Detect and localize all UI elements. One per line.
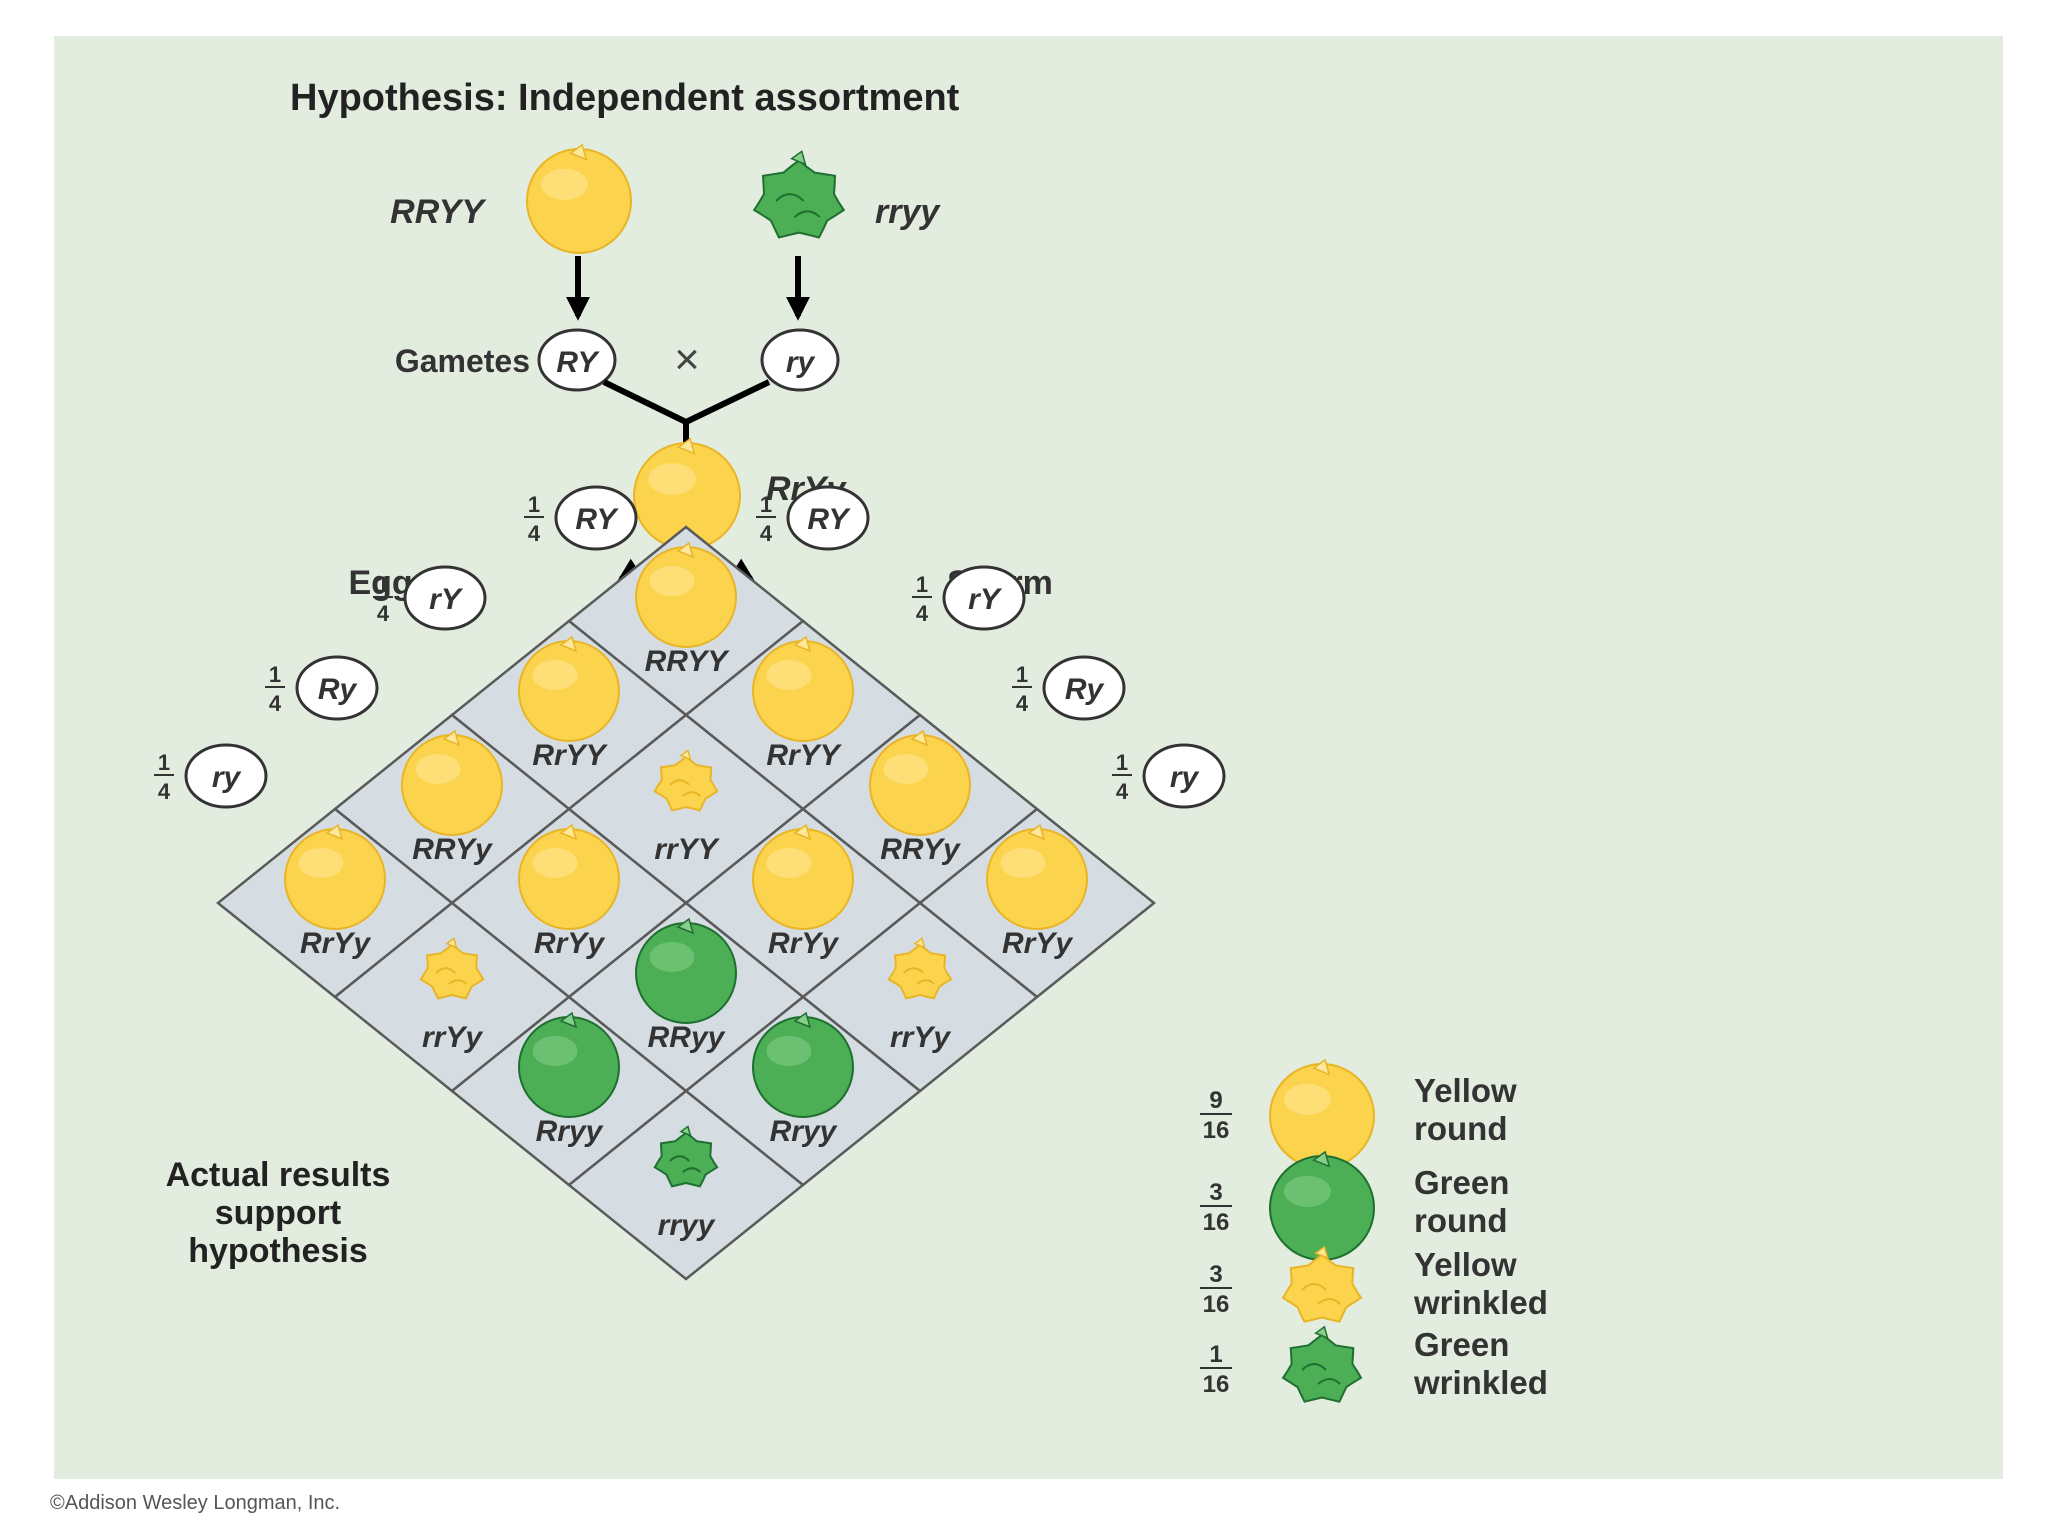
gamete-genotype: RY [807,503,851,536]
fraction-numerator: 1 [1116,750,1128,775]
diagram-title: Hypothesis: Independent assortment [290,77,960,119]
legend-fraction-numerator: 3 [1209,1179,1222,1206]
gamete-genotype: Ry [1065,673,1105,706]
punnett-cell-genotype: rrYY [654,833,720,866]
fraction-denominator: 4 [1116,779,1129,804]
punnett-cell-genotype: RrYy [768,927,839,960]
fraction-numerator: 1 [528,492,540,517]
punnett-cell-genotype: RRYY [645,645,731,678]
punnett-cell-genotype: RrYy [534,927,605,960]
diagram-panel: Hypothesis: Independent assortment RRYY … [54,36,2003,1479]
legend-item: 9 16 Yellowround [1200,1060,1517,1168]
legend-pea-icon [1283,1327,1361,1402]
legend-fraction-denominator: 16 [1203,1371,1230,1398]
legend-fraction-numerator: 3 [1209,1261,1222,1288]
punnett-cell-genotype: RrYy [1002,927,1073,960]
legend-item: 1 16 Greenwrinkled [1200,1326,1548,1402]
punnett-cell-genotype: RRYy [412,833,493,866]
parent-left-seed-icon [527,145,631,253]
punnett-cell-genotype: RrYY [532,739,608,772]
punnett-cell-genotype: rryy [658,1209,716,1242]
legend-label-line-1: Green [1414,1326,1509,1363]
fraction-denominator: 4 [916,601,929,626]
gamete-genotype: rY [968,583,1003,616]
fraction-denominator: 4 [377,601,390,626]
fraction-numerator: 1 [158,750,170,775]
legend-label-line-2: wrinkled [1413,1284,1548,1321]
fraction-denominator: 4 [528,521,541,546]
conclusion-line-3: hypothesis [188,1232,367,1270]
gametes-label: Gametes [395,343,530,379]
gamete-genotype: rY [429,583,464,616]
parent-right-genotype: rryy [875,193,941,231]
punnett-cell-genotype: RrYy [300,927,371,960]
fraction-numerator: 1 [760,492,772,517]
fraction-numerator: 1 [377,572,389,597]
parent-left-pea [527,145,631,253]
fraction-denominator: 4 [1016,691,1029,716]
legend-fraction-denominator: 16 [1203,1209,1230,1236]
egg-gamete: 1 4 ry [154,745,266,807]
dihybrid-cross-diagram: Hypothesis: Independent assortment RRYY … [54,36,2003,1479]
conclusion-line-1: Actual results [166,1156,391,1194]
fraction-numerator: 1 [1016,662,1028,687]
egg-gamete: 1 4 RY [524,487,636,549]
legend-label-line-2: wrinkled [1413,1364,1548,1401]
legend-pea-icon [1270,1152,1374,1260]
conclusion-line-2: support [215,1194,342,1232]
gamete-label-right: ry [786,346,816,379]
legend-label-line-1: Yellow [1414,1246,1517,1283]
fraction-denominator: 4 [269,691,282,716]
gamete-genotype: ry [212,761,242,794]
punnett-cell-genotype: RRyy [648,1021,726,1054]
punnett-cell-genotype: rrYy [422,1021,483,1054]
sperm-gamete: 1 4 ry [1112,745,1224,807]
gamete-genotype: RY [575,503,619,536]
legend-label-line-2: round [1414,1202,1507,1239]
parent-left-genotype: RRYY [390,193,487,231]
fraction-denominator: 4 [760,521,773,546]
legend-label-line-1: Green [1414,1164,1509,1201]
sperm-gamete: 1 4 rY [912,567,1024,629]
punnett-cell-genotype: RRYy [880,833,961,866]
punnett-cell-genotype: Rryy [770,1115,838,1148]
cross-symbol: × [674,335,700,384]
legend-item: 3 16 Greenround [1200,1152,1509,1260]
copyright-notice: ©Addison Wesley Longman, Inc. [50,1492,340,1515]
punnett-cell-genotype: rrYy [890,1021,951,1054]
legend-fraction-numerator: 1 [1209,1341,1222,1368]
fraction-numerator: 1 [269,662,281,687]
legend-pea-icon [1283,1247,1361,1322]
gamete-genotype: ry [1170,761,1200,794]
legend-label-line-2: round [1414,1110,1507,1147]
legend-fraction-numerator: 9 [1209,1087,1222,1114]
legend-item: 3 16 Yellowwrinkled [1200,1246,1548,1322]
legend-label-line-1: Yellow [1414,1072,1517,1109]
legend-pea-icon [1270,1060,1374,1168]
parent-right-pea [754,151,844,237]
parent-right-seed-icon [754,151,844,237]
fertilization-lines [604,382,769,422]
gamete-genotype: Ry [318,673,358,706]
sperm-gamete: 1 4 Ry [1012,657,1124,719]
punnett-cell-genotype: Rryy [536,1115,604,1148]
legend-fraction-denominator: 16 [1203,1291,1230,1318]
phenotype-ratio-legend: 916Yellowround316Greenround316Yellowwrin… [1200,1060,1548,1402]
gamete-label-left: RY [556,346,600,379]
legend-fraction-denominator: 16 [1203,1117,1230,1144]
egg-gamete: 1 4 Ry [265,657,377,719]
fraction-numerator: 1 [916,572,928,597]
punnett-cell-genotype: RrYY [766,739,842,772]
fraction-denominator: 4 [158,779,171,804]
